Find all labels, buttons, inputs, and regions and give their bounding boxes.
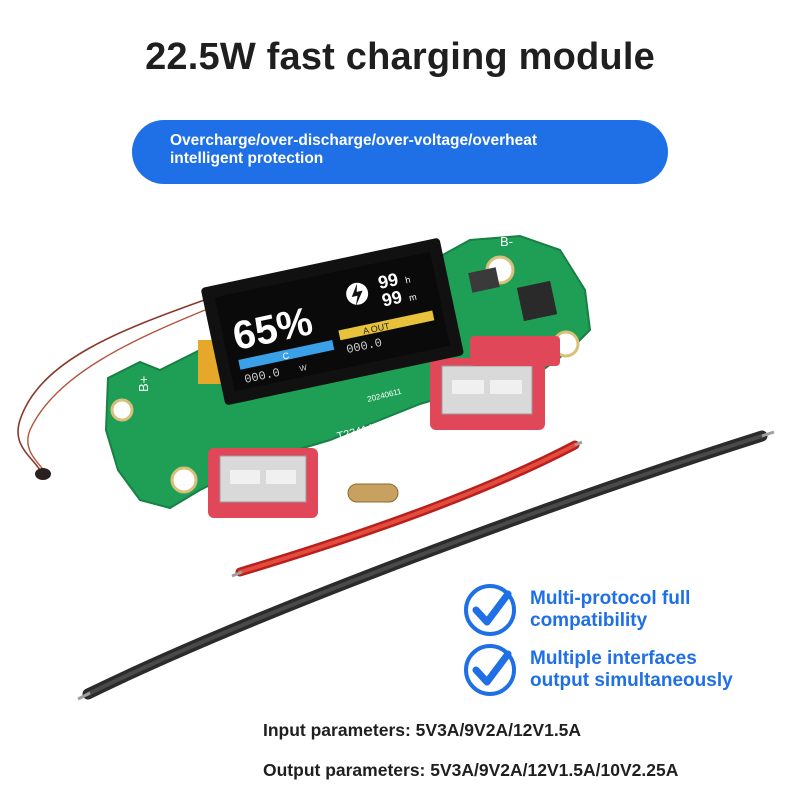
usb-port-left — [208, 448, 318, 518]
chip-small — [468, 267, 500, 293]
feature-multi-protocol: Multi-protocol full compatibility — [460, 580, 690, 640]
thermistor-wire — [17, 297, 211, 471]
lcd-display: 65% 99 99 h m C A OUT 000.0 W 000.0 — [201, 238, 464, 405]
banner-line-2: intelligent protection — [170, 150, 324, 167]
mount-hole — [110, 398, 134, 422]
label-b-plus: B+ — [136, 376, 151, 392]
output-parameters: Output parameters: 5V3A/9V2A/12V1.5A/10V… — [263, 760, 679, 780]
feature-1-line-1: Multi-protocol full — [530, 588, 691, 609]
usb-c-port — [347, 483, 399, 503]
thermistor-bead — [35, 468, 51, 480]
thermistor-wire-2 — [27, 303, 221, 473]
input-parameters: Input parameters: 5V3A/9V2A/12V1.5A — [263, 720, 582, 740]
label-b-minus: B- — [500, 234, 513, 249]
feature-2-line-2: output simultaneously — [530, 670, 733, 691]
feature-1-line-2: compatibility — [530, 610, 648, 631]
check-circle-icon — [464, 584, 516, 636]
unit-m: m — [408, 292, 417, 303]
page-title: 22.5W fast charging module — [145, 36, 655, 78]
unit-w: W — [299, 363, 309, 373]
banner-line-1: Overcharge/over-discharge/over-voltage/o… — [170, 132, 537, 149]
feature-multiple-interfaces: Multiple interfaces output simultaneousl… — [460, 640, 733, 700]
usb-port-mid — [470, 336, 560, 366]
check-circle-icon — [464, 644, 516, 696]
label-c: C — [282, 350, 291, 361]
display-minutes: 99 — [380, 287, 404, 311]
display-hours: 99 — [376, 269, 400, 293]
protection-banner: Overcharge/over-discharge/over-voltage/o… — [132, 120, 668, 184]
feature-2-line-1: Multiple interfaces — [530, 648, 697, 669]
usb-port-right — [430, 358, 545, 430]
mount-hole — [170, 466, 198, 494]
unit-h: h — [404, 275, 411, 286]
controller-chip — [516, 280, 558, 322]
